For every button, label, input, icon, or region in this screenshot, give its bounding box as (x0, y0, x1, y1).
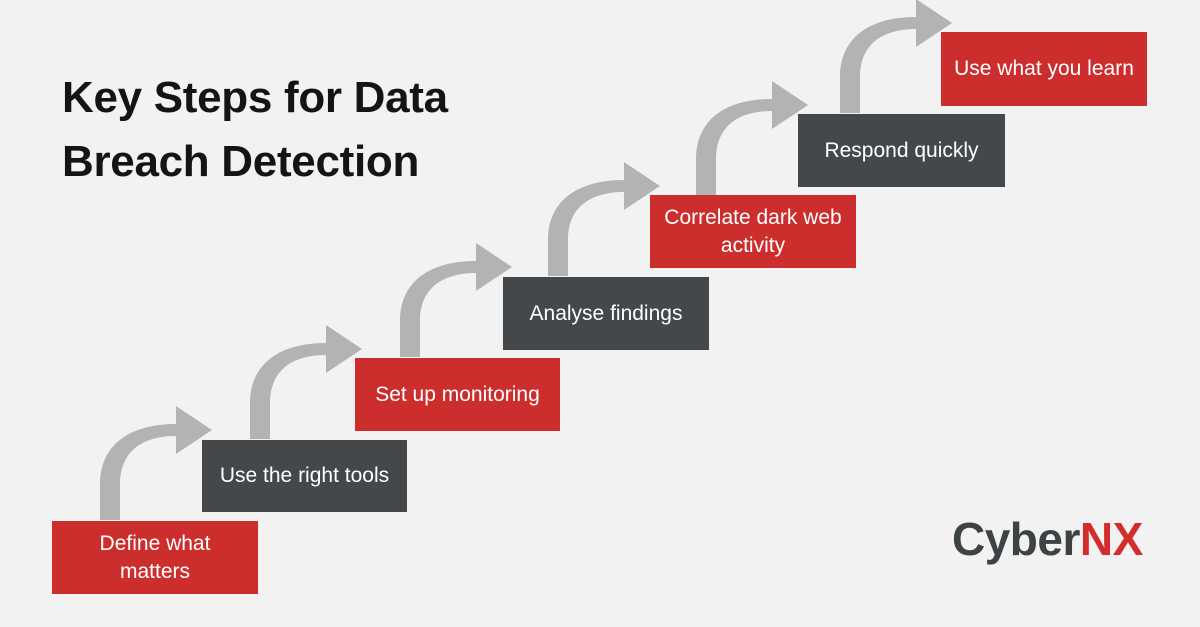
step-box-5[interactable]: Correlate dark web activity (650, 195, 856, 268)
arrow-1-to-2 (100, 406, 212, 520)
page-title: Key Steps for Data Breach Detection (62, 73, 448, 186)
arrow-3-to-4 (400, 243, 512, 357)
step-label-1: Define what matters (99, 532, 211, 583)
arrow-2-to-3 (250, 325, 362, 439)
step-label-5: Correlate dark web activity (664, 206, 842, 257)
step-box-4[interactable]: Analyse findings (503, 277, 709, 350)
logo-text-nx: NX (1079, 513, 1143, 565)
arrow-5-to-6 (696, 81, 808, 195)
step-label-6: Respond quickly (824, 138, 979, 162)
step-box-3[interactable]: Set up monitoring (355, 358, 560, 431)
brand-logo: CyberNX (952, 512, 1143, 566)
step-label-3: Set up monitoring (375, 382, 540, 406)
step-box-2[interactable]: Use the right tools (202, 440, 407, 512)
step-label-2: Use the right tools (219, 464, 390, 488)
step-label-7: Use what you learn (954, 57, 1134, 81)
step-label-4: Analyse findings (529, 301, 683, 325)
arrow-6-to-7 (840, 0, 952, 113)
step-box-6[interactable]: Respond quickly (798, 114, 1005, 187)
step-box-7[interactable]: Use what you learn (941, 32, 1147, 106)
step-box-1[interactable]: Define what matters (52, 521, 258, 594)
logo-text-cyber: Cyber (952, 513, 1080, 565)
